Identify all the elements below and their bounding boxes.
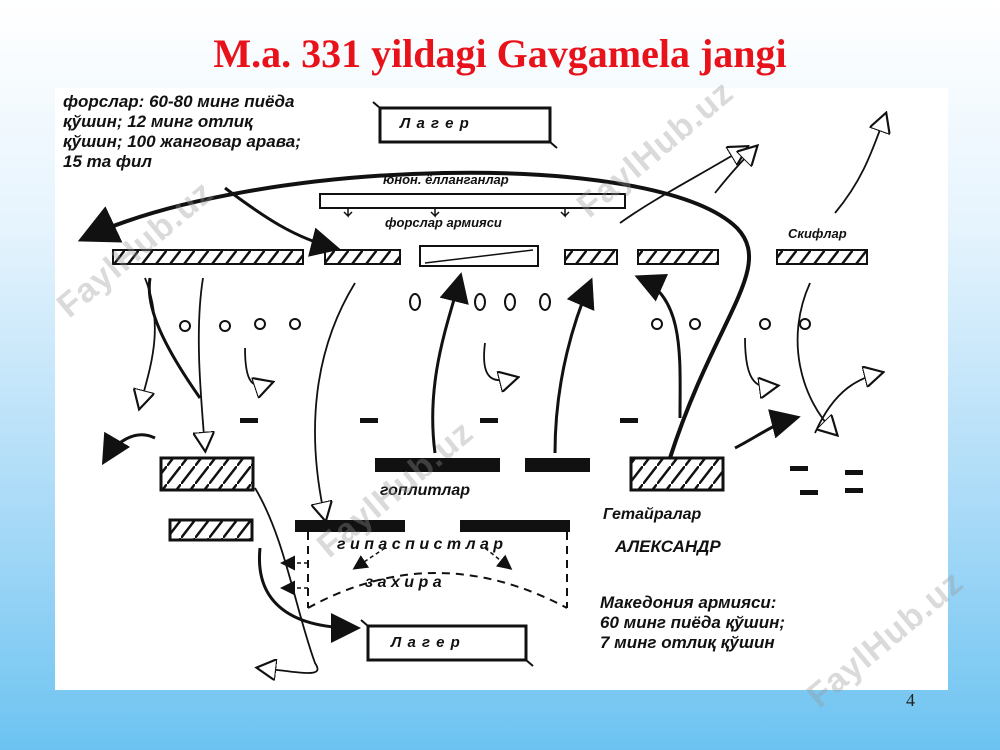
left-cavalry-block <box>159 456 255 492</box>
reserve-arrows <box>280 547 513 596</box>
camp-bottom-box <box>360 619 534 667</box>
scythians-label: Скифлар <box>788 226 847 241</box>
greek-mercenaries-label: юнон. ёлланганлар <box>383 172 509 187</box>
movement-arrows <box>77 170 801 643</box>
macedonian-skirmishers <box>240 418 863 495</box>
battle-diagram: форслар: 60-80 минг пиёда қўшин; 12 минг… <box>55 88 948 690</box>
chariot-row <box>179 293 811 332</box>
hoplites-label: гоплитлар <box>380 482 471 499</box>
rear-cavalry-block <box>168 518 254 542</box>
reserve-area <box>307 532 568 609</box>
getairoi-block <box>629 456 725 492</box>
page-number: 4 <box>906 690 915 710</box>
macedonian-forces-note: Македония армияси: 60 минг пиёда қўшин; … <box>600 593 786 652</box>
camp-top-label: Л а г е р <box>400 115 470 132</box>
persian-line <box>112 245 868 267</box>
reserve-label: з а х и р а <box>365 574 442 591</box>
camp-bottom-label: Л а г е р <box>391 634 461 651</box>
persian-army-label: форслар армияси <box>385 215 502 230</box>
camp-top-box <box>372 101 558 149</box>
greek-mercenaries-bar <box>319 193 626 209</box>
mercenary-markers <box>343 208 570 218</box>
hoplites-block-right <box>525 458 590 472</box>
getairoi-label: Гетайралар <box>603 506 702 523</box>
slide-title: M.a. 331 yildagi Gavgamela jangi <box>213 31 787 76</box>
persian-forces-note: форслар: 60-80 минг пиёда қўшин; 12 минг… <box>63 92 301 171</box>
battle-map <box>77 101 948 690</box>
hoplites-block-left <box>375 458 500 472</box>
alexander-label: АЛЕКСАНДР <box>615 537 721 556</box>
hypaspists-block-right <box>460 520 570 532</box>
persian-attack-arrows <box>140 116 885 673</box>
hypaspists-label: г и п а с п и с т л а р <box>337 536 504 553</box>
